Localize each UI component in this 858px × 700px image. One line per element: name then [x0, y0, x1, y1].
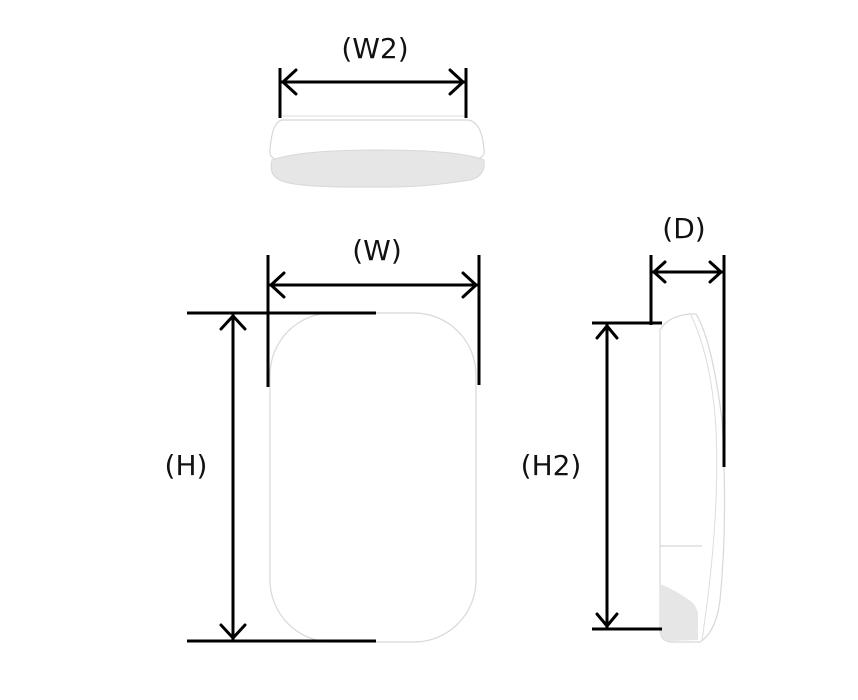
w-label: (W): [352, 234, 402, 267]
side-view-device: [659, 313, 726, 643]
d-arrow: [651, 260, 724, 284]
h2-label: (H2): [521, 449, 582, 482]
w2-arrow: [280, 68, 466, 96]
top-view: (W2): [269, 32, 485, 188]
h-label: (H): [165, 449, 208, 482]
w2-label: (W2): [341, 32, 408, 65]
front-view: (W) (H): [165, 234, 481, 643]
w-arrow: [268, 271, 479, 299]
side-view: (D) (H2): [521, 212, 726, 643]
top-view-shadow: [270, 149, 485, 188]
front-view-device: [269, 312, 477, 643]
h2-arrow: [595, 323, 619, 629]
h-arrow: [219, 313, 247, 641]
side-view-shade: [660, 584, 698, 641]
d-label: (D): [662, 212, 705, 245]
